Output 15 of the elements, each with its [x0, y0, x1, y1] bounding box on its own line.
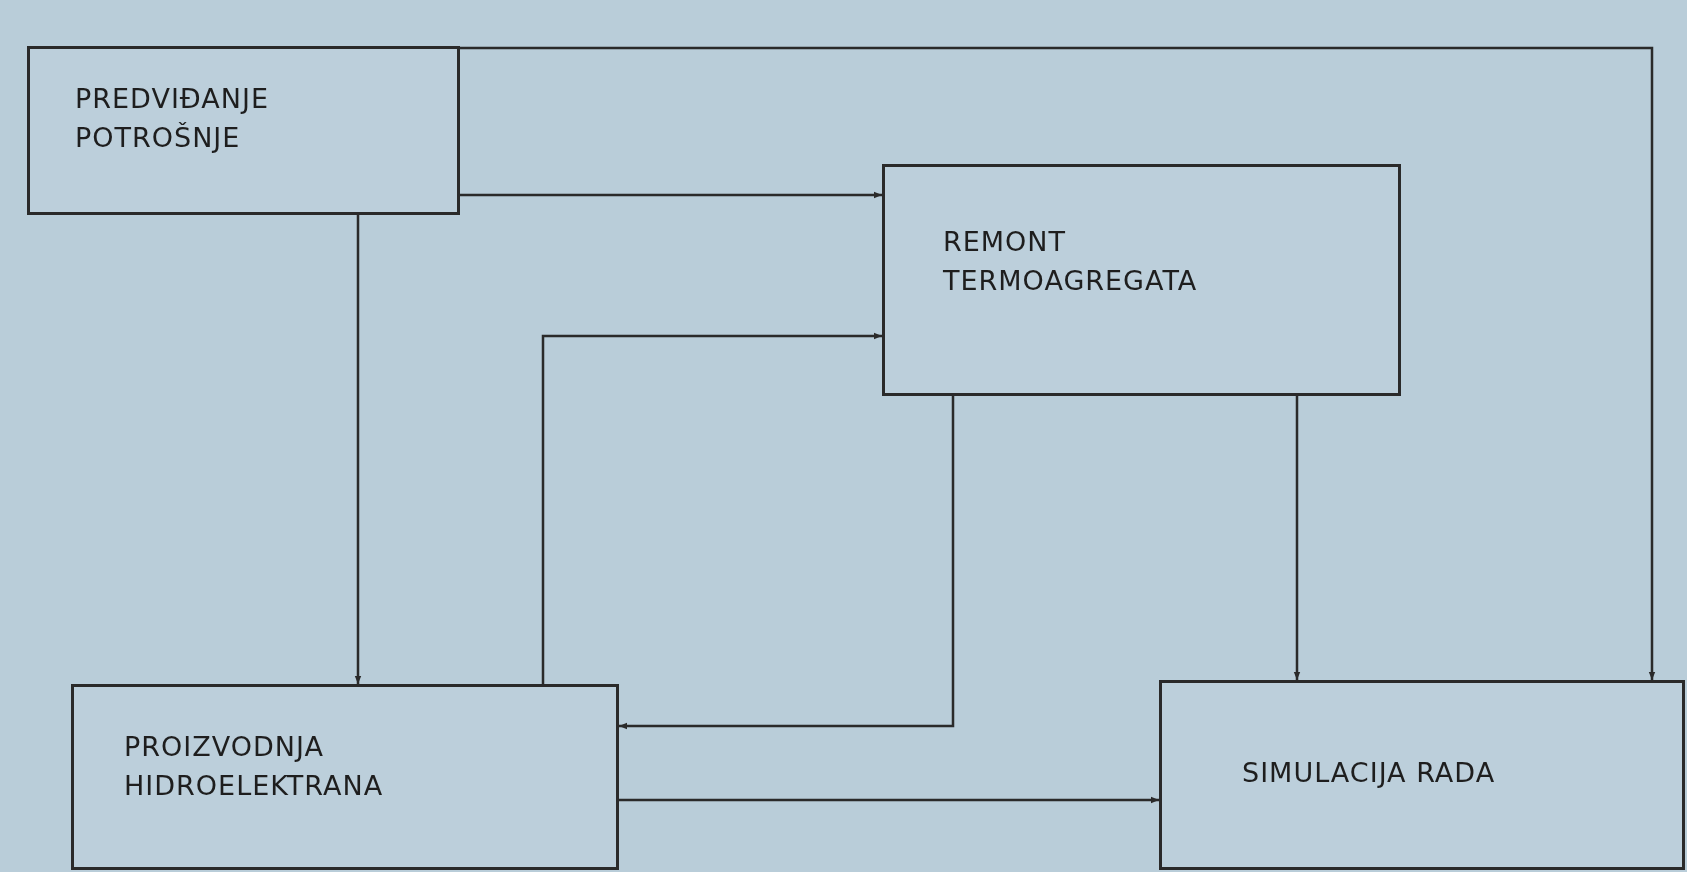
arrow [619, 796, 1159, 804]
box-label: REMONT TERMOAGREGATA [943, 225, 1199, 299]
process-box [71, 684, 619, 870]
arrow [460, 191, 882, 199]
box-label: SIMULACIJA RADA [1242, 756, 1497, 790]
arrow [354, 215, 362, 684]
process-box [882, 164, 1401, 396]
arrow [541, 332, 882, 684]
process-box [1159, 680, 1685, 870]
arrow [619, 396, 955, 730]
arrow [1293, 396, 1301, 680]
box-label: PROIZVODNJA HIDROELEKTRANA [124, 730, 385, 804]
process-box [27, 46, 460, 215]
box-label: PREDVIĐANJE POTROŠNJE [75, 82, 270, 156]
arrow [460, 46, 1656, 680]
